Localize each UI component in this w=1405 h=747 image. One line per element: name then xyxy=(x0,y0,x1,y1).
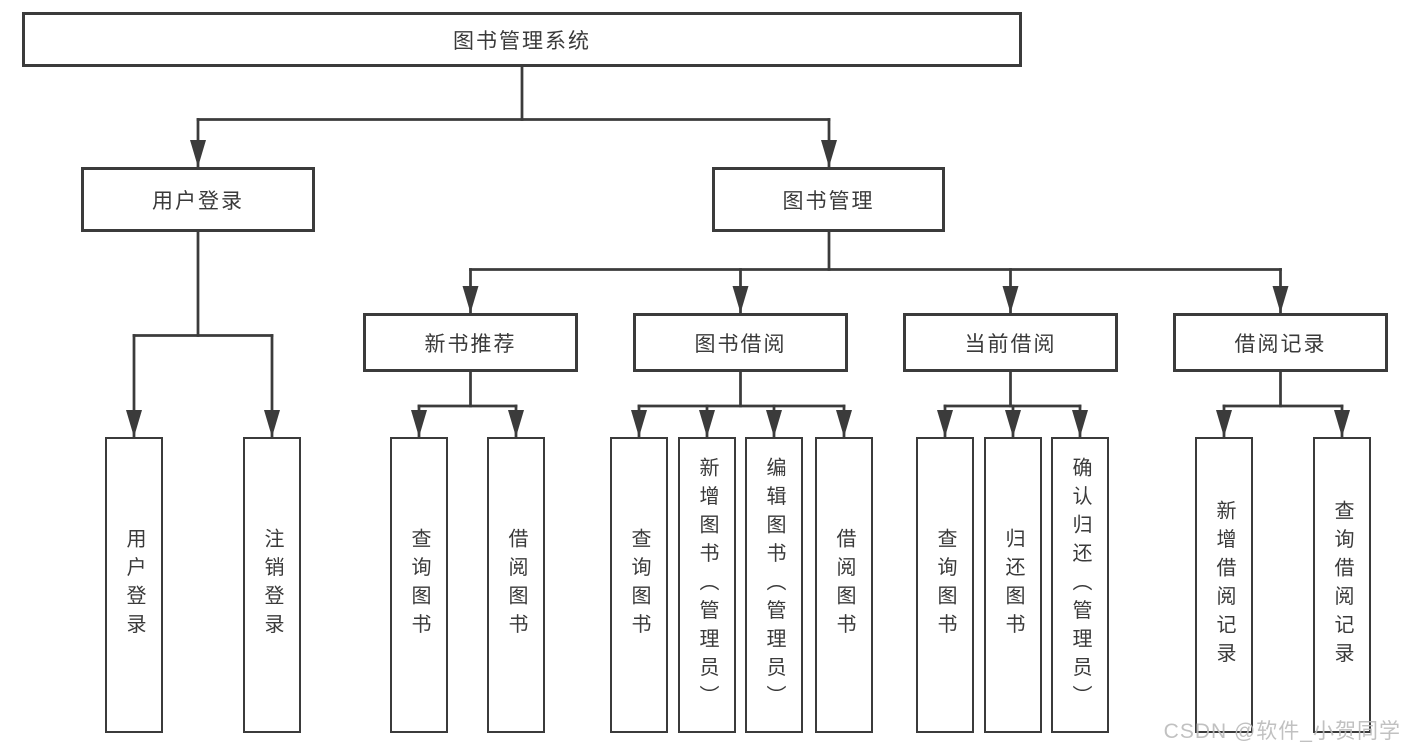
node-new-book-recommendation: 新书推荐 xyxy=(363,313,578,372)
node-label: 当前借阅 xyxy=(964,332,1057,356)
node-label: 查询图书 xyxy=(934,528,956,642)
node-leaf-query-books-current: 查询图书 xyxy=(916,437,974,733)
node-book-borrowing: 图书借阅 xyxy=(633,313,848,372)
node-label: 归还图书 xyxy=(1002,528,1024,642)
node-leaf-add-borrow-record: 新增借阅记录 xyxy=(1195,437,1253,733)
node-label: 确认归还（管理员） xyxy=(1069,456,1091,714)
node-leaf-add-book-admin: 新增图书（管理员） xyxy=(678,437,736,733)
node-label: 图书管理 xyxy=(782,189,875,213)
node-leaf-borrow-books-borrowing: 借阅图书 xyxy=(815,437,873,733)
node-label: 图书借阅 xyxy=(694,332,787,356)
node-borrowing-records: 借阅记录 xyxy=(1173,313,1388,372)
node-leaf-query-borrow-record: 查询借阅记录 xyxy=(1313,437,1371,733)
node-book-management: 图书管理 xyxy=(712,167,945,232)
node-library-management-system: 图书管理系统 xyxy=(22,12,1022,67)
node-leaf-confirm-return-admin: 确认归还（管理员） xyxy=(1051,437,1109,733)
node-label: 用户登录 xyxy=(123,528,145,642)
node-label: 借阅图书 xyxy=(833,528,855,642)
node-label: 编辑图书（管理员） xyxy=(763,456,785,714)
node-label: 新增图书（管理员） xyxy=(696,456,718,714)
node-label: 查询图书 xyxy=(628,528,650,642)
node-label: 新书推荐 xyxy=(424,332,517,356)
node-label: 用户登录 xyxy=(152,189,244,213)
node-leaf-query-books-borrowing: 查询图书 xyxy=(610,437,668,733)
node-leaf-edit-book-admin: 编辑图书（管理员） xyxy=(745,437,803,733)
node-leaf-logout: 注销登录 xyxy=(243,437,301,733)
node-label: 查询借阅记录 xyxy=(1331,499,1353,671)
node-leaf-return-books: 归还图书 xyxy=(984,437,1042,733)
node-leaf-borrow-books-recommend: 借阅图书 xyxy=(487,437,545,733)
node-leaf-user-login: 用户登录 xyxy=(105,437,163,733)
node-label: 注销登录 xyxy=(261,528,283,642)
csdn-watermark: CSDN @软件_小贺同学 xyxy=(1163,720,1401,743)
node-label: 查询图书 xyxy=(408,528,430,642)
node-leaf-query-books-recommend: 查询图书 xyxy=(390,437,448,733)
node-label: 借阅图书 xyxy=(505,528,527,642)
node-user-login: 用户登录 xyxy=(81,167,315,232)
node-label: 借阅记录 xyxy=(1234,332,1327,356)
node-current-borrowing: 当前借阅 xyxy=(903,313,1118,372)
node-label: 新增借阅记录 xyxy=(1213,499,1235,671)
node-label: 图书管理系统 xyxy=(453,29,591,53)
